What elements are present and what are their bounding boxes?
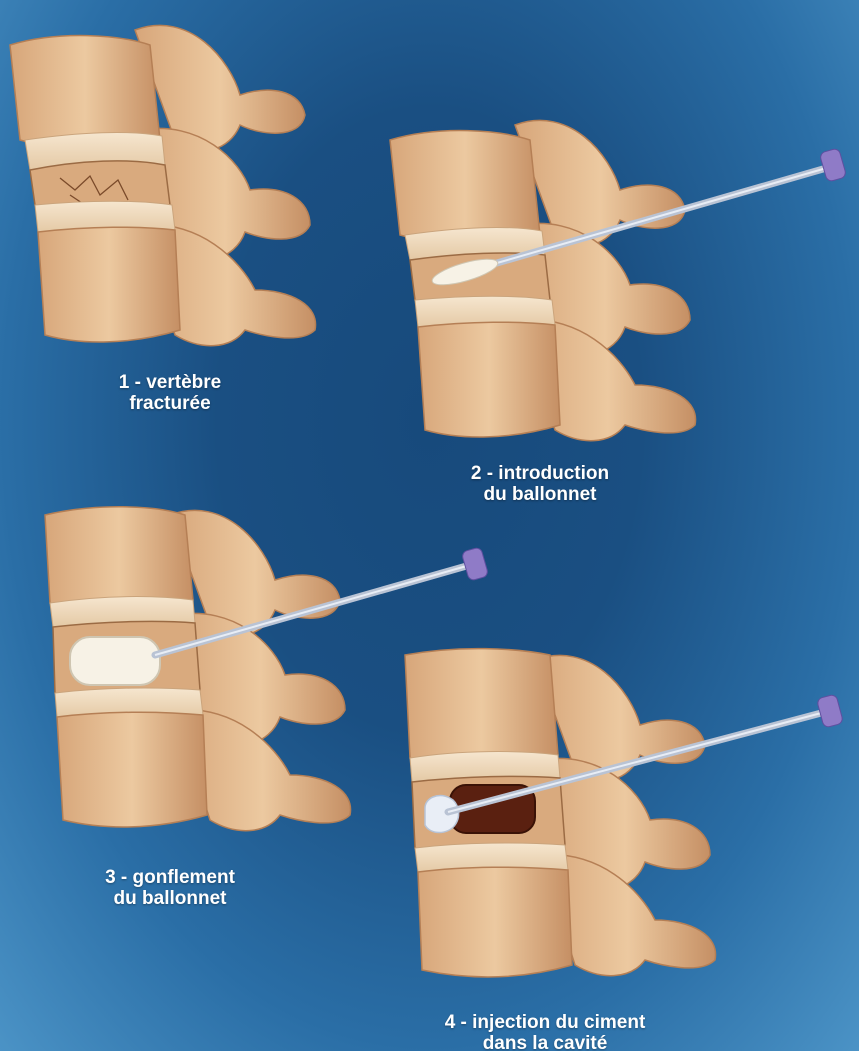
cannula-handle xyxy=(819,148,846,182)
vertebral-body-bottom xyxy=(38,227,180,342)
panel-4-cement-injection xyxy=(400,640,859,1010)
vertebral-body-bottom xyxy=(57,712,207,827)
step-1-caption-line2: fracturée xyxy=(80,393,260,414)
inflated-balloon xyxy=(70,637,160,685)
step-3-caption-line2: du ballonnet xyxy=(70,888,270,909)
vertebral-body-top xyxy=(45,507,193,608)
step-1-caption: 1 - vertèbre fracturée xyxy=(80,372,260,414)
vertebral-body-bottom xyxy=(418,322,560,437)
step-3-caption-line1: 3 - gonflement xyxy=(70,867,270,888)
vertebral-body-top xyxy=(405,649,558,763)
step-4-caption-line1: 4 - injection du ciment xyxy=(420,1012,670,1033)
cannula-handle xyxy=(816,694,843,728)
vertebral-body-bottom xyxy=(418,867,572,977)
step-2-caption-line1: 2 - introduction xyxy=(440,463,640,484)
step-4-caption-line2: dans la cavité xyxy=(420,1033,670,1051)
step-3-caption: 3 - gonflement du ballonnet xyxy=(70,867,270,909)
vertebral-body-top xyxy=(390,131,540,243)
panel-2-balloon-introduction xyxy=(380,95,859,455)
cannula-handle xyxy=(461,547,488,581)
step-2-caption: 2 - introduction du ballonnet xyxy=(440,463,640,505)
panel-1-fractured-vertebra xyxy=(0,0,360,360)
vertebral-body-top xyxy=(10,36,160,148)
step-1-caption-line1: 1 - vertèbre xyxy=(80,372,260,393)
step-4-caption: 4 - injection du ciment dans la cavité xyxy=(420,1012,670,1051)
step-2-caption-line2: du ballonnet xyxy=(440,484,640,505)
